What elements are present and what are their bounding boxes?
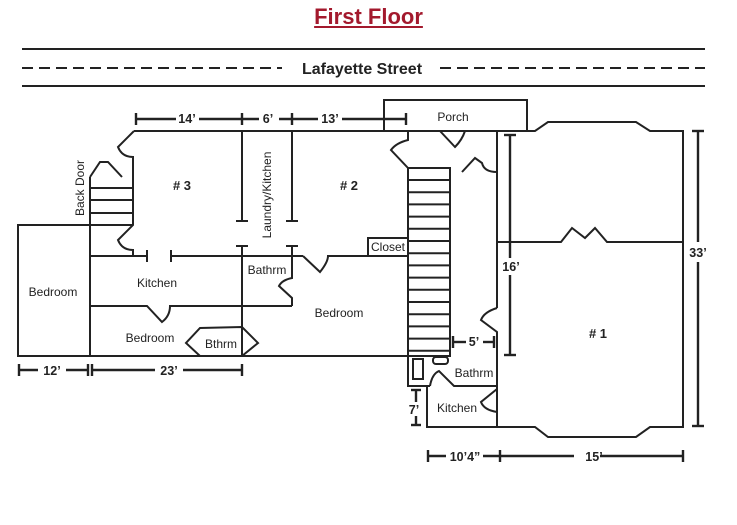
dimension-lines: [17, 113, 704, 462]
room-kitchen-1: Kitchen: [437, 401, 477, 415]
room-bedroom-3: Bedroom: [126, 331, 175, 345]
page-title: First Floor: [314, 4, 423, 29]
dim-7: 7’: [409, 403, 419, 417]
room-back-door: Back Door: [73, 160, 87, 216]
dim-23: 23’: [160, 364, 177, 378]
dim-16: 16’: [502, 260, 519, 274]
dim-12: 12’: [43, 364, 60, 378]
unit-3-label: # 3: [173, 178, 191, 193]
room-bedroom-left: Bedroom: [29, 285, 78, 299]
dim-6: 6’: [263, 112, 273, 126]
room-bathrm-2: Bathrm: [248, 263, 287, 277]
room-kitchen-3: Kitchen: [137, 276, 177, 290]
room-closet: Closet: [371, 240, 406, 254]
dim-33: 33’: [689, 246, 706, 260]
dim-5: 5’: [469, 335, 479, 349]
room-bthrm-3: Bthrm: [205, 337, 237, 351]
dim-15: 15’: [585, 450, 602, 464]
dim-14: 14’: [178, 112, 195, 126]
room-bedroom-2: Bedroom: [315, 306, 364, 320]
room-bathrm-1: Bathrm: [455, 366, 494, 380]
street-lines: [22, 48, 705, 87]
street-name: Lafayette Street: [302, 61, 423, 78]
stair-steps: [408, 179, 450, 352]
walls: [17, 99, 684, 438]
room-laundry-kitchen: Laundry/Kitchen: [260, 152, 274, 239]
dim-13: 13’: [321, 112, 338, 126]
dim-10-4: 10’4”: [450, 450, 481, 464]
room-porch: Porch: [437, 110, 468, 124]
unit-2-label: # 2: [340, 178, 358, 193]
unit-1-label: # 1: [589, 326, 607, 341]
